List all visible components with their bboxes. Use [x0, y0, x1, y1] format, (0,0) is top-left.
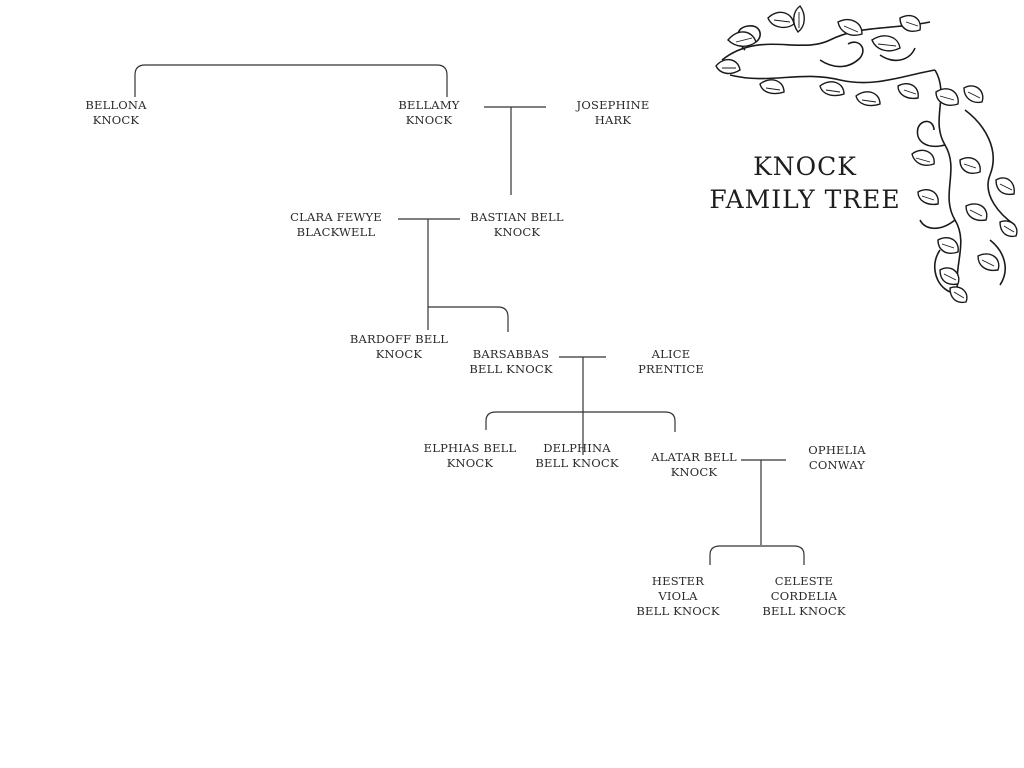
title-line-1: KNOCK — [753, 152, 857, 181]
person-name-line: HESTER — [651, 574, 705, 588]
person-name-line: ELPHIAS BELL — [423, 441, 517, 455]
person-bellamy-knock: BELLAMY KNOCK — [379, 98, 479, 128]
person-name-line: ALICE — [651, 347, 691, 361]
page-title: KNOCK FAMILY TREE — [700, 150, 910, 216]
floral-corner-ornament — [715, 5, 1018, 304]
person-name-line: CLARA FEWYE — [290, 210, 382, 224]
person-hester-viola-bell-knock: HESTER VIOLA BELL KNOCK — [618, 574, 738, 619]
person-name-line: BELL KNOCK — [469, 362, 553, 376]
person-bardoff-bell-knock: BARDOFF BELL KNOCK — [339, 332, 459, 362]
person-bastian-bell-knock: BASTIAN BELL KNOCK — [457, 210, 577, 240]
person-name-line: BASTIAN BELL — [470, 210, 564, 224]
person-name-line: BELL KNOCK — [636, 604, 720, 618]
person-elphias-bell-knock: ELPHIAS BELL KNOCK — [410, 441, 530, 471]
person-name-line: KNOCK — [493, 225, 541, 239]
person-name-line: BELLONA — [85, 98, 147, 112]
person-name-line: KNOCK — [92, 113, 140, 127]
person-bellona-knock: BELLONA KNOCK — [66, 98, 166, 128]
person-name-line: KNOCK — [375, 347, 423, 361]
person-barsabbas-bell-knock: BARSABBAS BELL KNOCK — [451, 347, 571, 377]
person-name-line: PRENTICE — [638, 362, 704, 376]
sibling-bracket-gen1 — [134, 64, 448, 97]
person-celeste-cordelia-bell-knock: CELESTE CORDELIA BELL KNOCK — [744, 574, 864, 619]
person-delphina-bell-knock: DELPHINA BELL KNOCK — [517, 441, 637, 471]
person-name-line: KNOCK — [405, 113, 453, 127]
person-name-line: CONWAY — [808, 458, 866, 472]
sibling-bracket-gen3 — [427, 306, 509, 332]
person-name-line: OPHELIA — [808, 443, 866, 457]
title-line-2: FAMILY TREE — [709, 185, 901, 214]
connector-lines — [134, 64, 805, 565]
person-name-line: JOSEPHINE — [576, 98, 650, 112]
person-name-line: KNOCK — [446, 456, 494, 470]
person-name-line: CELESTE — [774, 574, 834, 588]
person-alice-prentice: ALICE PRENTICE — [616, 347, 726, 377]
person-name-line: VIOLA — [658, 589, 698, 603]
person-ophelia-conway: OPHELIA CONWAY — [787, 443, 887, 473]
sibling-bracket-gen5 — [709, 545, 805, 565]
person-name-line: KNOCK — [670, 465, 718, 479]
person-name-line: DELPHINA — [543, 441, 611, 455]
person-name-line: BELLAMY — [398, 98, 460, 112]
person-alatar-bell-knock: ALATAR BELL KNOCK — [634, 450, 754, 480]
person-name-line: ALATAR BELL — [651, 450, 737, 464]
person-name-line: BARSABBAS — [472, 347, 550, 361]
person-name-line: BELL KNOCK — [535, 456, 619, 470]
sibling-bracket-gen4 — [485, 411, 676, 432]
person-name-line: BELL KNOCK — [762, 604, 846, 618]
person-name-line: CORDELIA — [770, 589, 838, 603]
person-josephine-hark: JOSEPHINE HARK — [558, 98, 668, 128]
person-name-line: HARK — [594, 113, 632, 127]
person-name-line: BARDOFF BELL — [349, 332, 449, 346]
person-clara-fewye-blackwell: CLARA FEWYE BLACKWELL — [276, 210, 396, 240]
person-name-line: BLACKWELL — [296, 225, 376, 239]
